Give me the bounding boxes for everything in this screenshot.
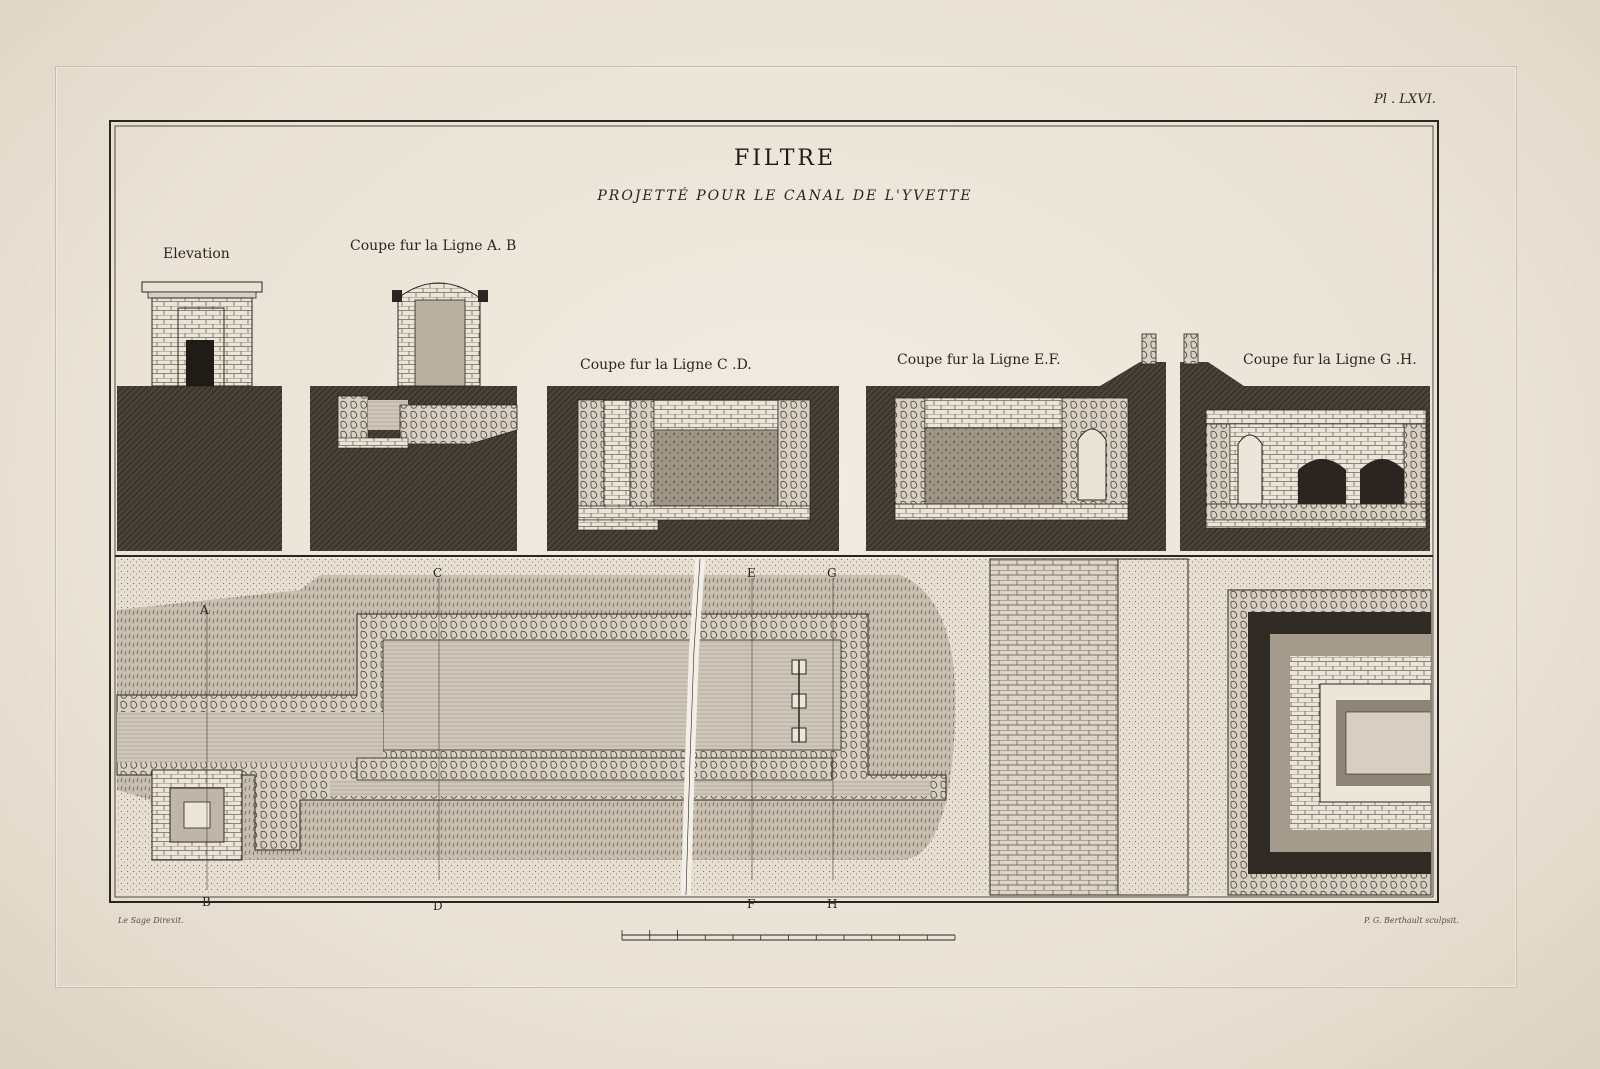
label-section-ab: Coupe fur la Ligne A. B <box>350 238 517 254</box>
section-ef-structure <box>894 397 1129 521</box>
plate-title: FILTRE <box>733 146 837 171</box>
label-section-cd: Coupe fur la Ligne C .D. <box>580 357 752 373</box>
plan-letter-c: C <box>433 566 443 580</box>
section-gh-structure <box>1205 409 1427 529</box>
elevation-building <box>141 281 263 387</box>
plan-letter-h: H <box>827 897 838 911</box>
plan-letter-f: F <box>747 897 756 911</box>
plan-inlet-water <box>117 712 383 762</box>
plate-mark <box>55 66 1517 988</box>
section-ab-structure <box>337 282 518 449</box>
plate-subtitle: PROJETTÉ POUR LE CANAL DE L'YVETTE <box>597 188 973 204</box>
plan-brick-band <box>989 558 1119 896</box>
elevation-ground <box>117 386 282 551</box>
plan-letter-a: A <box>200 603 209 617</box>
credit-engraver: P. G. Berthault sculpsit. <box>1364 916 1459 925</box>
plan-inner-wall <box>356 757 833 781</box>
credit-designer: Le Sage Direxit. <box>118 916 184 925</box>
plan-sluice <box>791 659 807 743</box>
label-elevation: Elevation <box>163 246 230 262</box>
plan-basin <box>382 639 842 751</box>
outer-frame <box>109 120 1439 903</box>
plan-return-channel <box>330 780 930 796</box>
plate-number: Pl . LXVI. <box>1374 92 1436 107</box>
inner-frame <box>114 125 1434 898</box>
plan-letter-g: G <box>827 566 837 580</box>
scale-ticks <box>621 930 956 940</box>
label-section-gh: Coupe fur la Ligne G .H. <box>1243 352 1417 368</box>
label-section-ef: Coupe fur la Ligne E.F. <box>897 352 1061 368</box>
plan-letter-d: D <box>433 899 443 913</box>
plan-square-basin <box>1227 589 1432 896</box>
section-cd-structure <box>577 399 811 531</box>
plan-letter-b: B <box>202 895 211 909</box>
plan-chamber <box>151 769 243 861</box>
plan-sand-band <box>1117 558 1189 896</box>
plan-letter-e: E <box>747 566 756 580</box>
